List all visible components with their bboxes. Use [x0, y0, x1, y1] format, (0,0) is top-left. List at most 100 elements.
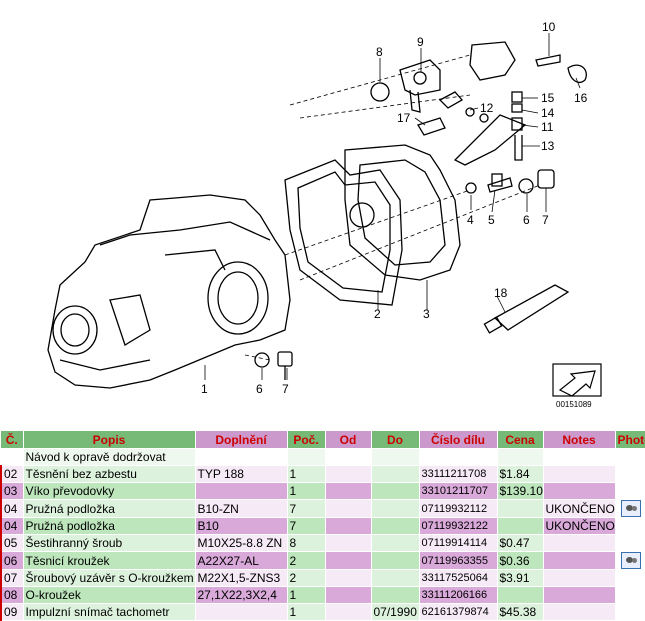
- cell-extra: TYP 188: [195, 465, 288, 483]
- cell-desc: Pružná podložka: [23, 517, 196, 535]
- table-row: 02 Těsnění bez azbestu TYP 188 1 3311121…: [0, 465, 645, 483]
- cell-extra: B10-ZN: [195, 499, 288, 518]
- cell-notes: [543, 448, 616, 466]
- header-desc: Popis: [23, 431, 196, 449]
- cell-notes: [543, 586, 616, 604]
- camera-icon[interactable]: [620, 552, 641, 569]
- cell-desc: Těsnicí kroužek: [23, 551, 196, 570]
- callout-13: 13: [541, 139, 555, 153]
- cell-price: $1.84: [497, 465, 544, 483]
- cell-desc: Šestihranný šroub: [23, 534, 196, 552]
- cell-part: [419, 448, 498, 466]
- cell-qty: 8: [287, 534, 326, 552]
- cell-notes: [543, 482, 616, 500]
- cell-from: [325, 465, 372, 483]
- cell-num: [1, 448, 24, 466]
- gasket-part: [284, 159, 403, 306]
- cell-part[interactable]: 07119932112: [419, 499, 498, 518]
- exploded-parts-diagram: 1 2 3 4 5 6 7 8 9 10 11 12 13 14 15 16 1…: [47, 20, 602, 409]
- table-row: 03 Víko převodovky 1 33101211707 $139.10: [0, 482, 645, 500]
- cell-qty: 1: [287, 482, 326, 500]
- header-from: Od: [325, 431, 372, 449]
- cell-part[interactable]: 07119963355: [419, 551, 498, 570]
- cell-extra: M10X25-8.8 ZN: [195, 534, 288, 552]
- cell-from: [325, 569, 372, 587]
- cell-photo: [615, 569, 645, 587]
- cell-notes: [543, 551, 616, 570]
- cell-num: 06: [0, 551, 24, 570]
- cell-price: $0.47: [497, 534, 544, 552]
- header-qty: Poč.: [287, 431, 326, 449]
- cell-part[interactable]: 07119932122: [419, 517, 498, 535]
- navigate-arrow-icon[interactable]: [552, 363, 602, 397]
- table-row: 04 Pružná podložka B10-ZN 7 07119932112 …: [0, 499, 645, 518]
- callout-10: 10: [542, 20, 556, 34]
- cell-photo[interactable]: [615, 551, 645, 570]
- callout-1: 1: [201, 382, 208, 396]
- sealant-tube: [493, 284, 570, 331]
- cell-price: [497, 586, 544, 604]
- callout-17: 17: [397, 111, 411, 125]
- header-to: Do: [371, 431, 420, 449]
- cell-qty: 1: [287, 465, 326, 483]
- cell-photo: [615, 517, 645, 535]
- header-photo: Photo: [615, 431, 645, 449]
- cell-notes: [543, 534, 616, 552]
- callout-9: 9: [417, 35, 424, 49]
- callout-2: 2: [374, 307, 381, 321]
- cell-from: [325, 499, 372, 518]
- table-row: 06 Těsnicí kroužek A22X27-AL 2 071199633…: [0, 551, 645, 570]
- cell-part[interactable]: 07119914114: [419, 534, 498, 552]
- callout-labels: 1 2 3 4 5 6 7 8 9 10 11 12 13 14 15 16 1…: [201, 20, 588, 396]
- cell-extra: A22X27-AL: [195, 551, 288, 570]
- callout-4: 4: [467, 213, 474, 227]
- cell-price: $139.10: [497, 482, 544, 500]
- cell-part[interactable]: 33111206166: [419, 586, 498, 604]
- cell-extra: [195, 448, 288, 466]
- table-row: 04 Pružná podložka B10 7 07119932122 UKO…: [0, 517, 645, 535]
- table-row: 05 Šestihranný šroub M10X25-8.8 ZN 8 071…: [0, 534, 645, 552]
- cell-to: 07/1990: [371, 603, 420, 621]
- cell-part[interactable]: 33117525064: [419, 569, 498, 587]
- cell-num: 08: [0, 586, 24, 604]
- callout-16: 16: [574, 91, 588, 105]
- cell-desc: Impulzní snímač tachometr: [23, 603, 196, 621]
- cell-desc: Šroubový uzávěr s O-kroužkem: [23, 569, 196, 587]
- cell-desc: Těsnění bez azbestu: [23, 465, 196, 483]
- cell-to: [371, 534, 420, 552]
- header-notes: Notes: [543, 431, 616, 449]
- cell-num: 07: [0, 569, 24, 587]
- cell-notes: [543, 465, 616, 483]
- cell-extra: M22X1,5-ZNS3: [195, 569, 288, 587]
- cell-qty: 1: [287, 603, 326, 621]
- callout-3: 3: [423, 307, 430, 321]
- cell-from: [325, 517, 372, 535]
- cell-part[interactable]: 62161379874: [419, 603, 498, 621]
- cell-num: 05: [0, 534, 24, 552]
- callout-6: 6: [523, 213, 530, 227]
- cell-from: [325, 482, 372, 500]
- cell-price: $45.38: [497, 603, 544, 621]
- callout-11: 11: [541, 120, 554, 134]
- cell-desc: Návod k opravě dodržovat: [23, 448, 196, 466]
- camera-icon[interactable]: [620, 500, 641, 517]
- table-row: 08 O-kroužek 27,1X22,3X2,4 1 33111206166: [0, 586, 645, 604]
- callout-14: 14: [541, 106, 555, 120]
- cell-from: [325, 534, 372, 552]
- cell-part[interactable]: 33101211707: [419, 482, 498, 500]
- cell-notes: UKONČENO: [543, 499, 616, 518]
- cover-part: [344, 144, 461, 281]
- cell-photo[interactable]: [615, 499, 645, 518]
- cell-part[interactable]: 33111211708: [419, 465, 498, 483]
- cell-photo: [615, 482, 645, 500]
- image-code: 00151089: [556, 400, 592, 409]
- callout-6-lower: 6: [256, 382, 263, 396]
- cell-num: 03: [0, 482, 24, 500]
- table-row: Návod k opravě dodržovat: [1, 448, 645, 466]
- header-extra: Doplnění: [195, 431, 288, 449]
- table-header-row: Č. Popis Doplnění Poč. Od Do Číslo dílu …: [1, 431, 645, 449]
- cell-photo: [615, 603, 645, 621]
- cell-price: [497, 499, 544, 518]
- cell-price: $3.91: [497, 569, 544, 587]
- cell-qty: 1: [287, 586, 326, 604]
